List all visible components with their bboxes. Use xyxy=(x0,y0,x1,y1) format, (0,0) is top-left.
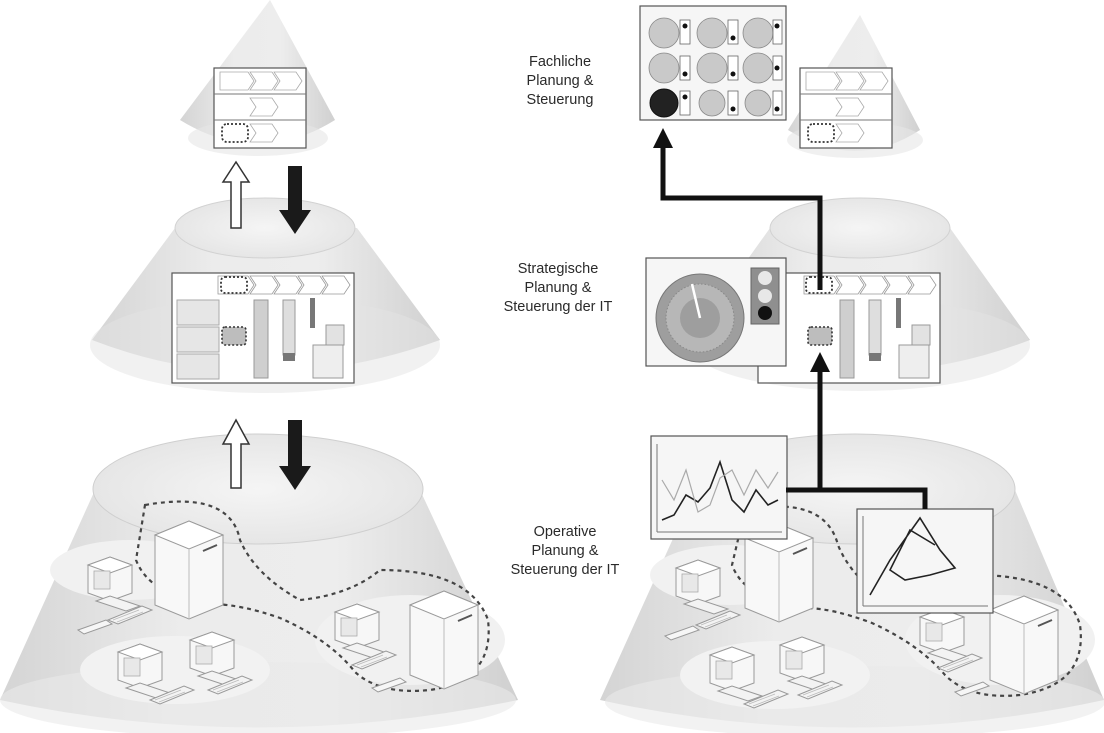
up-arrow-icon xyxy=(653,128,673,148)
label-line: Strategische xyxy=(517,261,599,277)
label-line: Planung & xyxy=(526,73,594,89)
gauge-panel xyxy=(645,257,787,367)
label-line: Operative xyxy=(533,524,597,540)
connector-line xyxy=(786,487,928,509)
dashboard-panel xyxy=(639,5,787,121)
right-stack xyxy=(600,5,1104,733)
process-map-panel xyxy=(799,67,893,149)
left-bottom-cone xyxy=(0,433,518,733)
label-line: Steuerung der IT xyxy=(503,299,613,315)
label-operative-planning: Operative Planung & Steuerung der IT xyxy=(500,523,630,580)
line-chart-panel xyxy=(650,435,788,540)
process-map-panel xyxy=(171,272,355,384)
label-line: Planung & xyxy=(531,543,599,559)
left-stack xyxy=(0,0,518,733)
critical-gauge-icon xyxy=(649,88,679,118)
server-icon xyxy=(989,595,1059,695)
label-line: Steuerung der IT xyxy=(510,562,620,578)
gauge-needle xyxy=(690,283,702,319)
left-top-cone xyxy=(180,0,335,156)
traffic-light-icon xyxy=(758,271,772,285)
up-arrow-icon xyxy=(810,352,830,372)
label-business-planning: Fachliche Planung & Steuerung xyxy=(500,53,620,110)
down-arrow-icon xyxy=(279,166,311,234)
server-icon xyxy=(409,590,479,690)
left-middle-cone xyxy=(90,197,440,393)
up-arrow-icon xyxy=(221,160,251,229)
label-line: Steuerung xyxy=(526,92,594,108)
right-top-cone xyxy=(639,5,923,158)
process-map-panel xyxy=(213,67,307,149)
right-middle-cone xyxy=(645,197,1030,391)
label-line: Planung & xyxy=(524,280,592,296)
label-line: Fachliche xyxy=(528,54,592,70)
line-chart-panel xyxy=(856,508,994,614)
server-icon xyxy=(154,520,224,620)
down-arrow-icon xyxy=(279,420,311,490)
process-map-panel xyxy=(757,272,941,384)
up-arrow-icon xyxy=(221,418,251,489)
label-strategic-planning: Strategische Planung & Steuerung der IT xyxy=(488,260,628,317)
up-arrow-line xyxy=(660,148,823,290)
